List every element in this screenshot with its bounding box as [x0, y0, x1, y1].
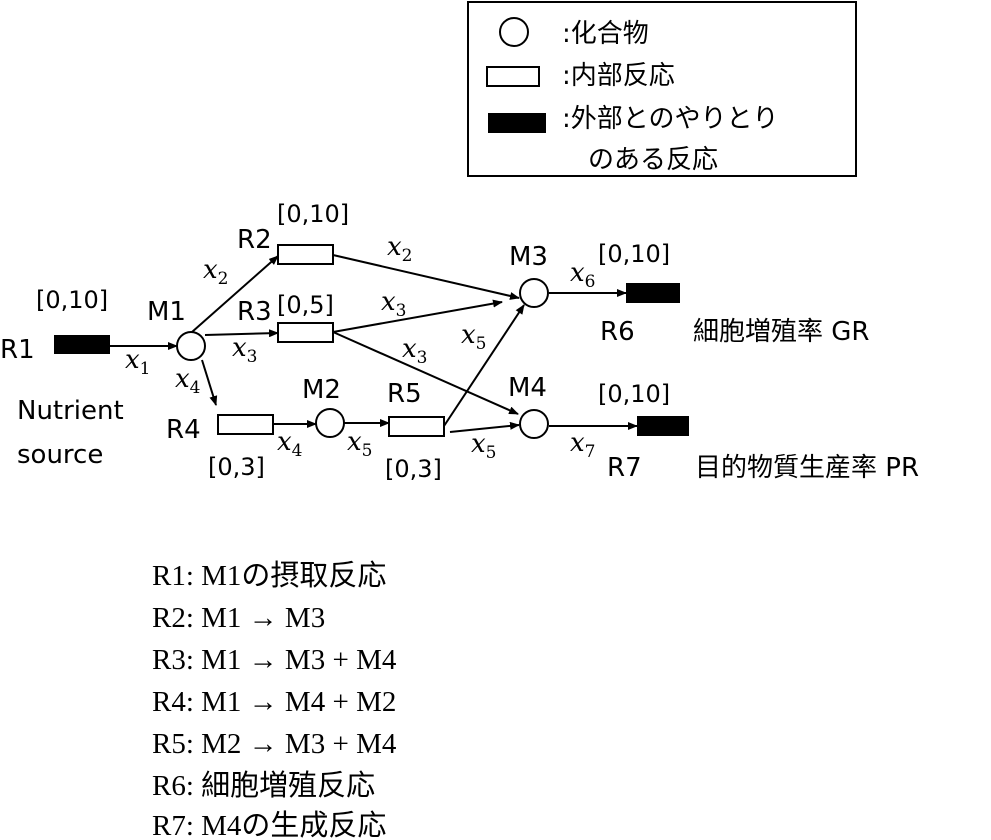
- reaction-list-item: R2: M1 → M3: [152, 602, 325, 634]
- flux-label-x5-m4: x5: [471, 429, 497, 463]
- bounds-R5: [0,3]: [385, 455, 442, 483]
- bounds-R2: [0,10]: [277, 200, 349, 228]
- reaction-list-item: R4: M1 → M4 + M2: [152, 686, 396, 718]
- edge-R3-M4: [332, 331, 519, 415]
- label-R5: R5: [387, 379, 422, 409]
- label-R2: R2: [237, 225, 272, 255]
- label-R4: R4: [166, 415, 201, 445]
- reaction-R3: [277, 322, 334, 343]
- flux-label-x4-out: x4: [277, 427, 303, 461]
- flux-label-x4: x4: [175, 364, 201, 398]
- compound-M4: [519, 409, 549, 439]
- legend-compound-label: :化合物: [562, 19, 649, 49]
- compound-M2: [315, 408, 345, 438]
- edges: [110, 254, 638, 433]
- reaction-R5: [388, 416, 445, 437]
- legend-compound-icon: [499, 17, 529, 47]
- edge-R3-M3: [332, 299, 503, 333]
- label-R6: R6: [600, 317, 635, 347]
- reaction-R1: [54, 335, 110, 354]
- reaction-list-item: R7: M4の生成反応: [152, 809, 386, 840]
- reaction-list-item: R1: M1の摂取反応: [152, 559, 386, 592]
- bounds-R6: [0,10]: [598, 240, 670, 268]
- reaction-list-item: R3: M1 → M3 + M4: [152, 644, 397, 676]
- legend-external-reaction-icon: [488, 113, 546, 133]
- reaction-R7: [637, 416, 689, 436]
- edge-R2-M3: [332, 254, 520, 300]
- bounds-R3: [0,5]: [277, 291, 334, 319]
- label-R3: R3: [237, 297, 272, 327]
- flux-label-x1: x1: [125, 345, 151, 379]
- label-R7: R7: [607, 453, 642, 483]
- label-M1: M1: [147, 297, 186, 327]
- node-labels: R1 [0,10] R2 [0,10] R3 [0,5] R4 [0,3] R5…: [0, 200, 919, 483]
- flux-label-x3: x3: [232, 333, 258, 367]
- reaction-R2: [277, 244, 334, 265]
- compounds: [176, 278, 549, 439]
- edge-M1-R2: [191, 255, 279, 333]
- description-R6: 細胞増殖率 GR: [693, 317, 869, 347]
- legend-internal-reaction-label: :内部反応: [562, 61, 675, 91]
- reaction-list-item: R6: 細胞増殖反応: [152, 769, 375, 802]
- edge-R5-M4: [449, 421, 520, 433]
- label-M4: M4: [508, 373, 547, 403]
- flux-label-x3-m4: x3: [402, 334, 428, 368]
- label-M3: M3: [509, 242, 548, 272]
- legend: :化合物 :内部反応 :外部とのやりとり のある反応: [467, 1, 857, 177]
- flux-label-x3-m3: x3: [381, 287, 407, 321]
- flux-label-x5-in: x5: [347, 427, 373, 461]
- flux-labels: x1 x2 x3 x4 x4 x5 x2 x3 x3 x5 x5 x6 x7: [125, 232, 596, 463]
- reactions: [54, 244, 689, 437]
- reaction-R4: [217, 414, 274, 435]
- edge-M1-R3: [204, 329, 279, 338]
- nutrient-source-label-2: source: [17, 440, 103, 470]
- compound-M1: [176, 331, 206, 361]
- reaction-list-item: R5: M2 → M3 + M4: [152, 728, 397, 760]
- edge-M1-R4: [201, 359, 218, 406]
- bounds-R1: [0,10]: [36, 286, 108, 314]
- reaction-R6: [626, 283, 680, 303]
- flux-label-x5-m3: x5: [461, 320, 487, 354]
- legend-external-reaction-label-2: のある反応: [588, 145, 718, 175]
- label-M2: M2: [302, 375, 341, 405]
- bounds-R7: [0,10]: [598, 380, 670, 408]
- nutrient-source-label-1: Nutrient: [17, 396, 124, 426]
- compound-M3: [519, 278, 549, 308]
- flux-label-x2: x2: [203, 255, 229, 289]
- edge-R5-M3: [443, 304, 525, 427]
- bounds-R4: [0,3]: [208, 453, 265, 481]
- legend-external-reaction-label-1: :外部とのやりとり: [562, 104, 779, 134]
- flux-label-x6: x6: [570, 258, 596, 292]
- reaction-list: R1: M1の摂取反応 R2: M1 → M3 R3: M1 → M3 + M4…: [152, 559, 397, 840]
- flux-label-x2-out: x2: [387, 232, 413, 266]
- legend-internal-reaction-icon: [486, 66, 540, 87]
- description-R7: 目的物質生産率 PR: [695, 453, 919, 483]
- legend-box: [467, 1, 857, 177]
- label-R1: R1: [0, 335, 35, 365]
- flux-label-x7: x7: [570, 428, 596, 462]
